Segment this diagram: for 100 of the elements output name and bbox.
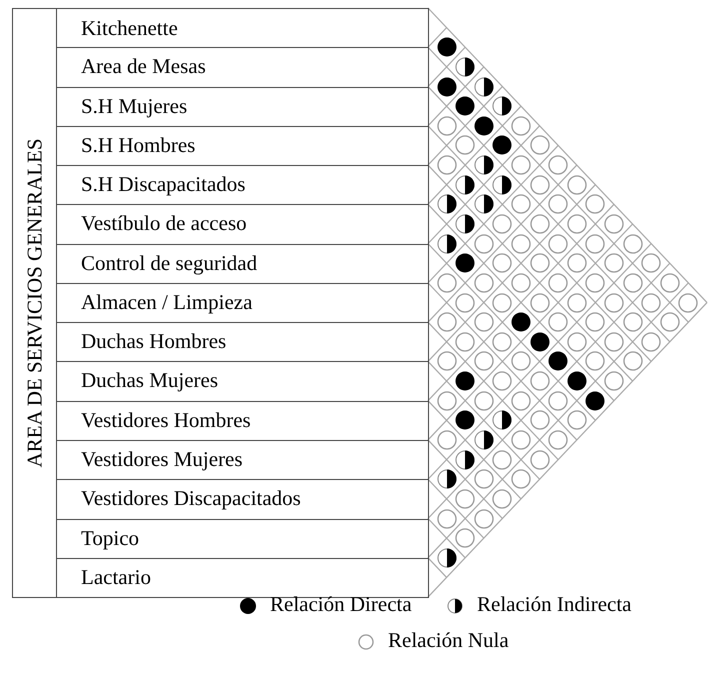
empty-circle xyxy=(436,154,458,176)
empty-circle xyxy=(472,272,495,294)
empty-circle xyxy=(472,390,495,412)
empty-circle xyxy=(472,468,495,490)
category-title: AREA DE SERVICIOS GENERALES xyxy=(22,138,47,468)
empty-circle xyxy=(622,232,644,255)
empty-circle xyxy=(491,488,514,510)
half-filled-circle xyxy=(454,174,476,196)
empty-circle xyxy=(472,508,495,530)
empty-circle xyxy=(640,292,662,314)
space-name-row: Area de Mesas xyxy=(56,47,429,88)
empty-circle xyxy=(436,114,458,137)
empty-circle xyxy=(491,370,514,392)
filled-circle xyxy=(436,76,458,98)
space-name-row: S.H Discapacitados xyxy=(56,165,429,206)
empty-circle xyxy=(528,212,551,235)
empty-circle xyxy=(436,508,458,530)
empty-circle xyxy=(547,390,570,412)
empty-circle xyxy=(658,311,681,334)
empty-circle xyxy=(510,390,532,412)
empty-circle xyxy=(640,330,662,353)
space-name-row: Vestidores Hombres xyxy=(56,400,429,441)
empty-circle xyxy=(677,292,700,314)
half-filled-circle xyxy=(436,546,458,569)
empty-circle xyxy=(528,409,551,432)
filled-circle xyxy=(510,311,532,334)
empty-circle xyxy=(547,272,570,294)
space-name-row: Kitchenette xyxy=(56,8,429,48)
empty-circle xyxy=(436,311,458,334)
half-filled-circle xyxy=(454,56,476,78)
empty-circle xyxy=(622,350,644,372)
empty-circle xyxy=(510,468,532,490)
category-band xyxy=(12,8,57,598)
space-name-row: Control de seguridad xyxy=(56,244,429,284)
half-filled-circle xyxy=(454,448,476,471)
filled-circle xyxy=(547,350,570,372)
legend-label: Relación Indirecta xyxy=(477,592,632,617)
empty-circle xyxy=(436,428,458,451)
filled-circle xyxy=(472,114,495,137)
empty-circle xyxy=(510,232,532,255)
empty-circle xyxy=(547,428,570,451)
empty-circle xyxy=(584,311,606,334)
filled-circle xyxy=(454,95,476,118)
empty-circle xyxy=(528,252,551,274)
space-name-row: Vestidores Discapacitados xyxy=(56,479,429,520)
empty-circle xyxy=(603,292,625,314)
empty-circle xyxy=(528,134,551,156)
empty-circle xyxy=(584,272,606,294)
space-name-row: Almacen / Limpieza xyxy=(56,282,429,324)
empty-circle xyxy=(510,154,532,176)
empty-circle xyxy=(528,448,551,471)
empty-circle xyxy=(472,311,495,334)
empty-circle xyxy=(510,350,532,372)
space-name-row: Vestíbulo de acceso xyxy=(56,204,429,245)
half-filled-circle xyxy=(436,232,458,255)
empty-circle xyxy=(472,232,495,255)
filled-circle xyxy=(454,252,476,274)
empty-circle xyxy=(547,232,570,255)
half-filled-circle xyxy=(436,468,458,490)
empty-circle xyxy=(584,350,606,372)
empty-circle xyxy=(454,527,476,550)
filled-circle xyxy=(491,134,514,156)
empty-circle xyxy=(547,154,570,176)
half-filled-circle xyxy=(491,174,514,196)
empty-circle xyxy=(472,350,495,372)
filled-circle xyxy=(454,409,476,432)
empty-circle xyxy=(566,409,588,432)
empty-circle xyxy=(491,252,514,274)
space-name-row: Duchas Hombres xyxy=(56,322,429,362)
empty-circle xyxy=(603,370,625,392)
empty-circle xyxy=(491,212,514,235)
empty-circle xyxy=(547,311,570,334)
empty-circle xyxy=(658,272,681,294)
empty-circle xyxy=(622,272,644,294)
empty-circle xyxy=(566,292,588,314)
empty-circle xyxy=(510,114,532,137)
half-filled-circle xyxy=(472,193,495,216)
empty-circle xyxy=(566,252,588,274)
empty-circle xyxy=(566,330,588,353)
space-name-row: Duchas Mujeres xyxy=(56,361,429,402)
empty-circle xyxy=(491,448,514,471)
legend-label: Relación Nula xyxy=(388,628,509,653)
half-filled-circle xyxy=(491,409,514,432)
empty-circle xyxy=(454,292,476,314)
empty-circle xyxy=(603,212,625,235)
filled-circle xyxy=(454,370,476,392)
filled-circle xyxy=(566,370,588,392)
empty-circle xyxy=(436,272,458,294)
half-filled-circle xyxy=(472,76,495,98)
filled-circle xyxy=(528,330,551,353)
empty-circle xyxy=(603,330,625,353)
empty-circle xyxy=(584,193,606,216)
empty-circle xyxy=(528,174,551,196)
half-filled-circle xyxy=(454,212,476,235)
empty-circle xyxy=(436,390,458,412)
empty-circle xyxy=(622,311,644,334)
empty-circle xyxy=(603,252,625,274)
space-name-row: Topico xyxy=(56,518,429,559)
half-filled-circle xyxy=(472,428,495,451)
space-name-row: Vestidores Mujeres xyxy=(56,440,429,480)
